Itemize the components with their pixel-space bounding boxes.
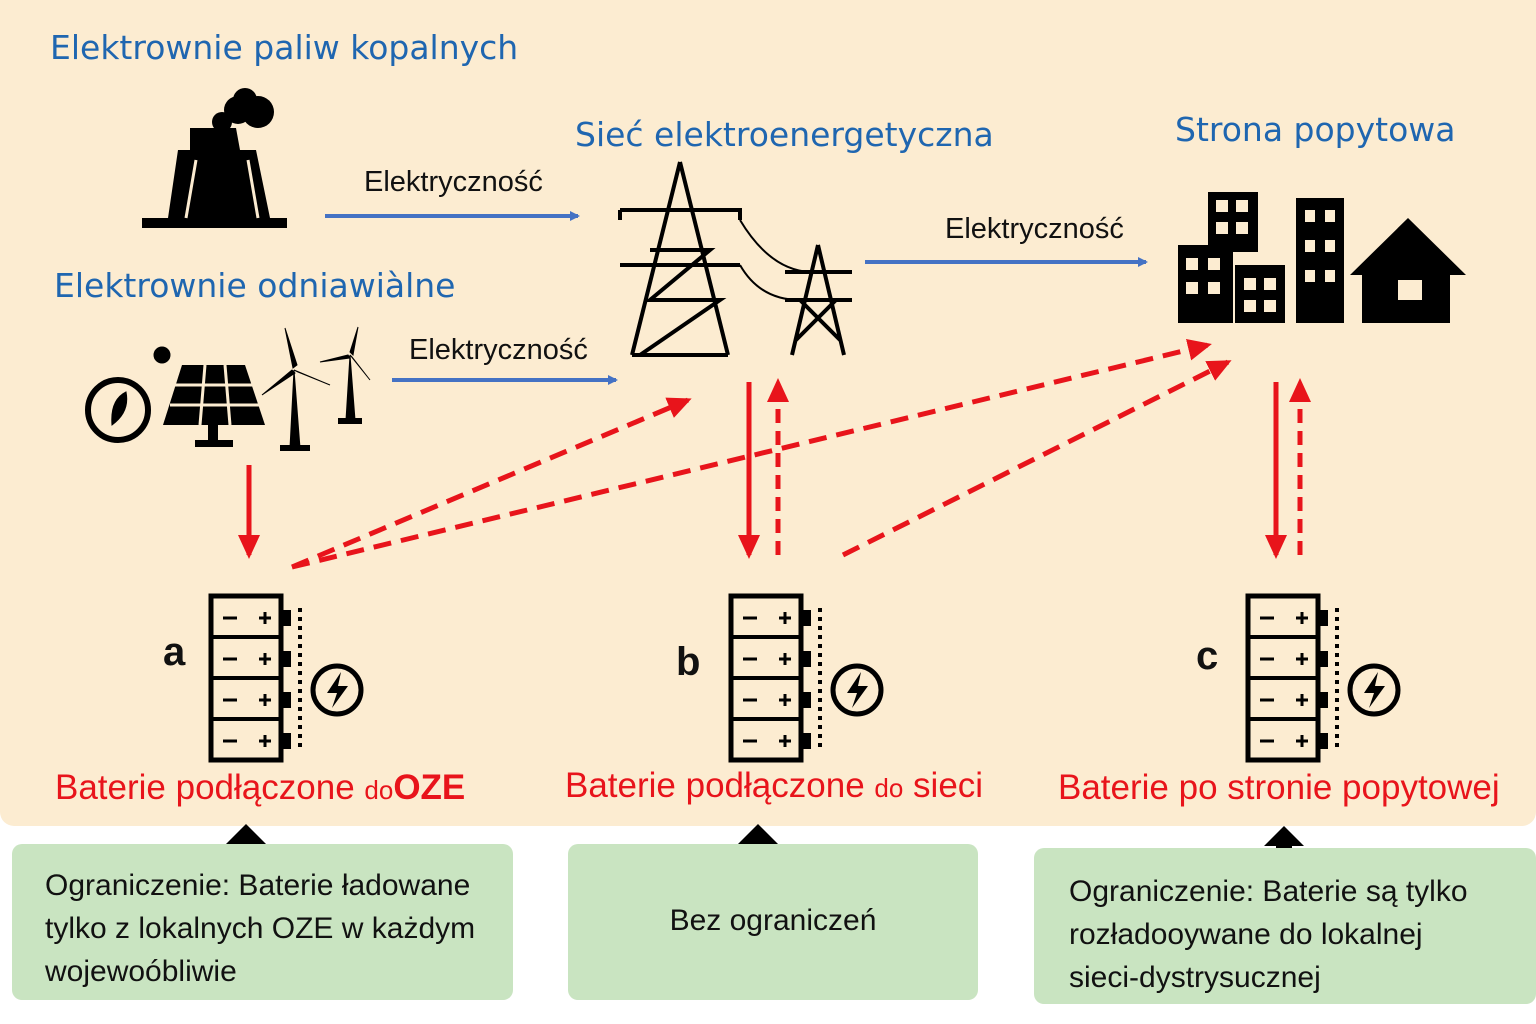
battery-letter-a: a [163, 630, 186, 674]
battery-flow-arrows [238, 339, 1311, 570]
transmission-tower-icon [618, 161, 852, 357]
label-text: Baterie podłączone [565, 766, 875, 805]
flow-label-grid-demand: Elektryczność [945, 213, 1124, 245]
constraint-arrows [226, 824, 1304, 862]
constraint-box-b: Bez ograniczeń [568, 844, 978, 1000]
battery-letter-c: c [1196, 634, 1219, 678]
battery-icon-a [211, 596, 361, 760]
city-buildings-icon [1178, 192, 1466, 323]
heading-renewable-plants: Elektrownie odniawiàlne [54, 266, 456, 305]
battery-label-a: Baterie podłączone doOZE [55, 768, 465, 808]
battery-label-b: Baterie podłączone do sieci [565, 766, 983, 806]
renewable-icon [85, 326, 371, 451]
heading-fossil-plants: Elektrownie paliw kopalnych [50, 28, 519, 67]
battery-icon-b [731, 596, 881, 760]
label-text: Baterie podłączone [55, 768, 365, 807]
label-small: do [364, 775, 394, 805]
constraint-line: Ograniczenie: Baterie ładowane [45, 869, 471, 902]
flow-label-fossil: Elektryczność [364, 166, 543, 198]
constraint-box-a: Ograniczenie: Baterie ładowane tylko z l… [12, 844, 513, 1000]
constraint-line: rozładooywane do lokalnej [1069, 918, 1423, 951]
constraint-line: tylko z lokalnych OZE w każdym [45, 912, 476, 945]
battery-letter-b: b [676, 640, 701, 684]
constraint-line: Ograniczenie: Baterie są tylko [1069, 875, 1468, 908]
power-plant-icon [142, 88, 287, 228]
constraint-box-c: Ograniczenie: Baterie są tylko rozładooy… [1034, 848, 1536, 1004]
constraint-line: wojewoóbliwie [45, 955, 237, 988]
battery-label-c: Baterie po stronie popytowej [1058, 768, 1500, 807]
constraint-line: sieci-dystrysucznej [1069, 961, 1321, 994]
label-small: do [874, 773, 904, 803]
heading-demand-side: Strona popytowa [1175, 110, 1456, 149]
flow-label-renewable: Elektryczność [409, 334, 588, 366]
heading-grid: Sieć elektroenergetyczna [575, 115, 994, 154]
constraint-line: Bez ograniczeń [669, 904, 877, 937]
label-end: sieci [903, 766, 984, 805]
battery-icon-c [1248, 596, 1398, 760]
label-end: OZE [393, 768, 466, 807]
